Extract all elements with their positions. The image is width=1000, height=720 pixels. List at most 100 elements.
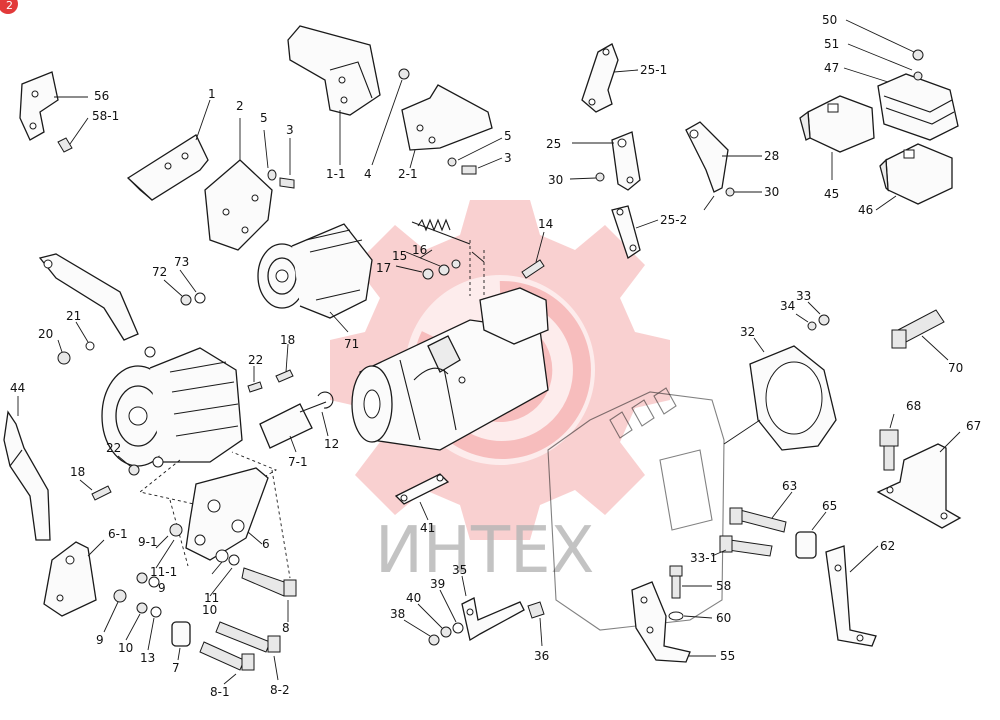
label-2: 2 bbox=[236, 99, 244, 113]
label-46: 46 bbox=[858, 203, 873, 217]
label-68: 68 bbox=[906, 399, 921, 413]
label-71: 71 bbox=[344, 337, 359, 351]
label-11: 11 bbox=[204, 591, 219, 605]
bolt-63 bbox=[729, 491, 793, 533]
strap-25-2 bbox=[611, 205, 659, 260]
spring-16 bbox=[411, 218, 485, 263]
nuts-38-39-40 bbox=[403, 589, 464, 646]
label-70: 70 bbox=[948, 361, 963, 375]
bracket-55 bbox=[631, 581, 716, 663]
bolt-14 bbox=[521, 231, 545, 279]
bracket-62 bbox=[825, 545, 879, 647]
engine-block bbox=[547, 387, 725, 631]
label-51: 51 bbox=[824, 37, 839, 51]
label-65: 65 bbox=[822, 499, 837, 513]
label-25-2: 25-2 bbox=[660, 213, 687, 227]
label-15: 15 bbox=[392, 249, 407, 263]
bracket-28 bbox=[685, 121, 762, 211]
bracket-1-1 bbox=[287, 25, 381, 165]
label-30b: 30 bbox=[764, 185, 779, 199]
label-73: 73 bbox=[174, 255, 189, 269]
gasket-32 bbox=[723, 337, 837, 451]
label-72: 72 bbox=[152, 265, 167, 279]
label-28: 28 bbox=[764, 149, 779, 163]
label-10a: 10 bbox=[202, 603, 217, 617]
engine-mount-46 bbox=[875, 143, 953, 211]
bolts-8 bbox=[171, 567, 297, 685]
alternator-main bbox=[101, 346, 243, 468]
label-67: 67 bbox=[966, 419, 981, 433]
label-47: 47 bbox=[824, 61, 839, 75]
pivot-pin-7-1 bbox=[259, 391, 334, 453]
label-44: 44 bbox=[10, 381, 25, 395]
label-21: 21 bbox=[66, 309, 81, 323]
label-39: 39 bbox=[430, 577, 445, 591]
label-16: 16 bbox=[412, 243, 427, 257]
label-8-2: 8-2 bbox=[270, 683, 290, 697]
bracket-2-1 bbox=[401, 84, 493, 169]
label-11-1: 11-1 bbox=[150, 565, 177, 579]
label-9b: 9 bbox=[96, 633, 104, 647]
nut-4 bbox=[371, 68, 410, 166]
label-25-1: 25-1 bbox=[640, 63, 667, 77]
label-58: 58 bbox=[716, 579, 731, 593]
page-badge: 2 bbox=[0, 0, 18, 14]
label-10b: 10 bbox=[118, 641, 133, 655]
label-18a: 18 bbox=[280, 333, 295, 347]
strap-25 bbox=[569, 131, 641, 191]
label-30a: 30 bbox=[548, 173, 563, 187]
label-41: 41 bbox=[420, 521, 435, 535]
label-3b: 3 bbox=[504, 151, 512, 165]
label-1: 1 bbox=[208, 87, 216, 101]
label-60: 60 bbox=[716, 611, 731, 625]
sleeve-65 bbox=[795, 511, 827, 559]
label-12: 12 bbox=[324, 437, 339, 451]
bolt-36 bbox=[527, 601, 545, 647]
label-9a: 9 bbox=[158, 581, 166, 595]
page-badge-number: 2 bbox=[6, 0, 13, 12]
bracket-6-1 bbox=[43, 539, 105, 617]
label-58-1: 58-1 bbox=[92, 109, 119, 123]
bolt-22-18 bbox=[79, 343, 294, 501]
alternator-71 bbox=[257, 223, 373, 333]
label-33-1: 33-1 bbox=[690, 551, 717, 565]
nuts-15-17 bbox=[395, 251, 461, 280]
bracket-56 bbox=[19, 71, 89, 153]
label-56: 56 bbox=[94, 89, 109, 103]
label-20: 20 bbox=[38, 327, 53, 341]
label-6-1: 6-1 bbox=[108, 527, 128, 541]
label-17: 17 bbox=[376, 261, 391, 275]
label-7-1: 7-1 bbox=[288, 455, 308, 469]
label-18b: 18 bbox=[70, 465, 85, 479]
strap-41 bbox=[394, 473, 450, 521]
label-55: 55 bbox=[720, 649, 735, 663]
label-8: 8 bbox=[282, 621, 290, 635]
label-34: 34 bbox=[780, 299, 795, 313]
label-8-1: 8-1 bbox=[210, 685, 230, 699]
bracket-67 bbox=[876, 431, 962, 529]
engine-mount-47 bbox=[843, 19, 959, 141]
label-63: 63 bbox=[782, 479, 797, 493]
watermark-text: ИНТЕХ bbox=[375, 514, 594, 588]
nut-washer-72-73 bbox=[163, 269, 206, 306]
label-14: 14 bbox=[538, 217, 553, 231]
fitting-70 bbox=[891, 309, 949, 361]
bracket-25-1 bbox=[581, 43, 639, 113]
label-13: 13 bbox=[140, 651, 155, 665]
label-62: 62 bbox=[880, 539, 895, 553]
label-7: 7 bbox=[172, 661, 180, 675]
bracket-2 bbox=[204, 118, 273, 251]
bolt-33-nut-34 bbox=[795, 301, 830, 331]
label-1-1: 1-1 bbox=[326, 167, 346, 181]
label-6: 6 bbox=[262, 537, 270, 551]
label-5a: 5 bbox=[260, 111, 268, 125]
label-4: 4 bbox=[364, 167, 372, 181]
label-22a: 22 bbox=[248, 353, 263, 367]
label-45: 45 bbox=[824, 187, 839, 201]
label-9-1: 9-1 bbox=[138, 535, 158, 549]
label-38: 38 bbox=[390, 607, 405, 621]
label-2-1: 2-1 bbox=[398, 167, 418, 181]
label-33: 33 bbox=[796, 289, 811, 303]
bracket-6 bbox=[185, 467, 269, 561]
